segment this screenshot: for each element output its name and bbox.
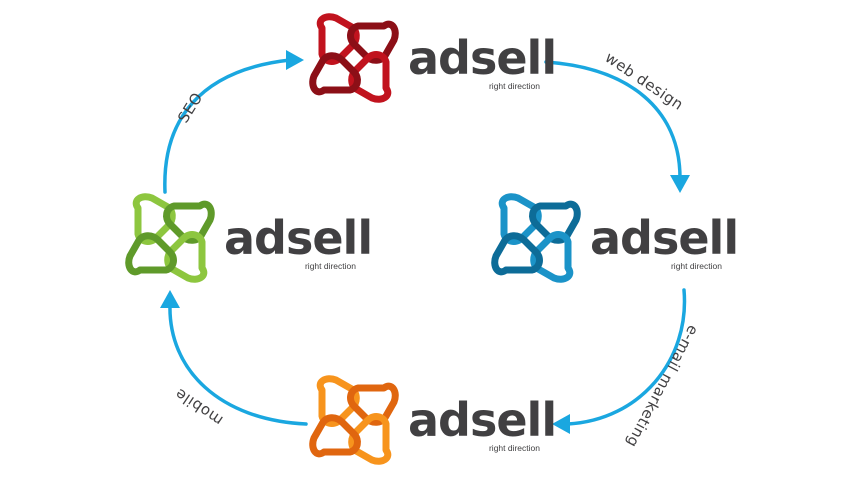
cycle-arrows	[160, 50, 690, 434]
arrow-head-email-marketing	[552, 414, 570, 434]
adsell-clover-icon	[313, 17, 396, 100]
logo-tagline: right direction	[489, 443, 540, 453]
logo-wordmark: adsell	[224, 211, 372, 265]
logo-tagline: right direction	[671, 261, 722, 271]
logo-tagline: right direction	[305, 261, 356, 271]
logo-wordmark: adsell	[408, 31, 556, 85]
arrow-head-mobile	[160, 290, 180, 308]
arrow-mobile	[168, 302, 308, 426]
adsell-clover-icon	[495, 197, 578, 280]
adsell-clover-icon	[129, 197, 212, 280]
edge-label-web-design: web design	[602, 48, 687, 114]
arrow-head-web-design	[670, 175, 690, 193]
edge-label-mobile: mobile	[172, 385, 227, 430]
arrow-web-design	[544, 60, 682, 180]
edge-label-email-marketing: e-mail marketing	[623, 322, 703, 451]
logo-tagline: right direction	[489, 81, 540, 91]
logo-wordmark: adsell	[590, 211, 738, 265]
arrow-seo	[163, 58, 292, 194]
logo-wordmark: adsell	[408, 393, 556, 447]
adsell-clover-icon	[313, 379, 396, 462]
arrow-head-seo	[286, 50, 304, 70]
arrow-email-marketing	[566, 288, 687, 426]
